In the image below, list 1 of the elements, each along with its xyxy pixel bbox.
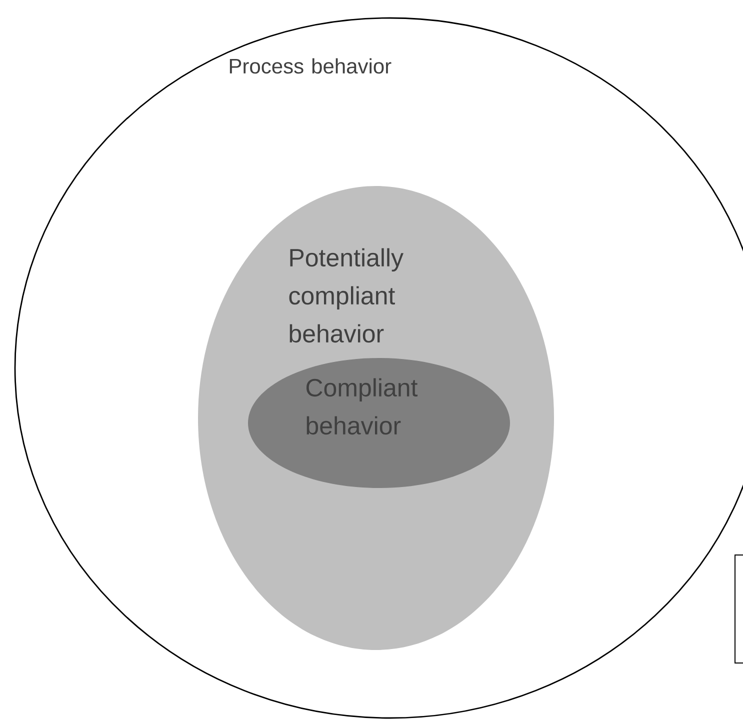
note-box: [734, 554, 743, 664]
